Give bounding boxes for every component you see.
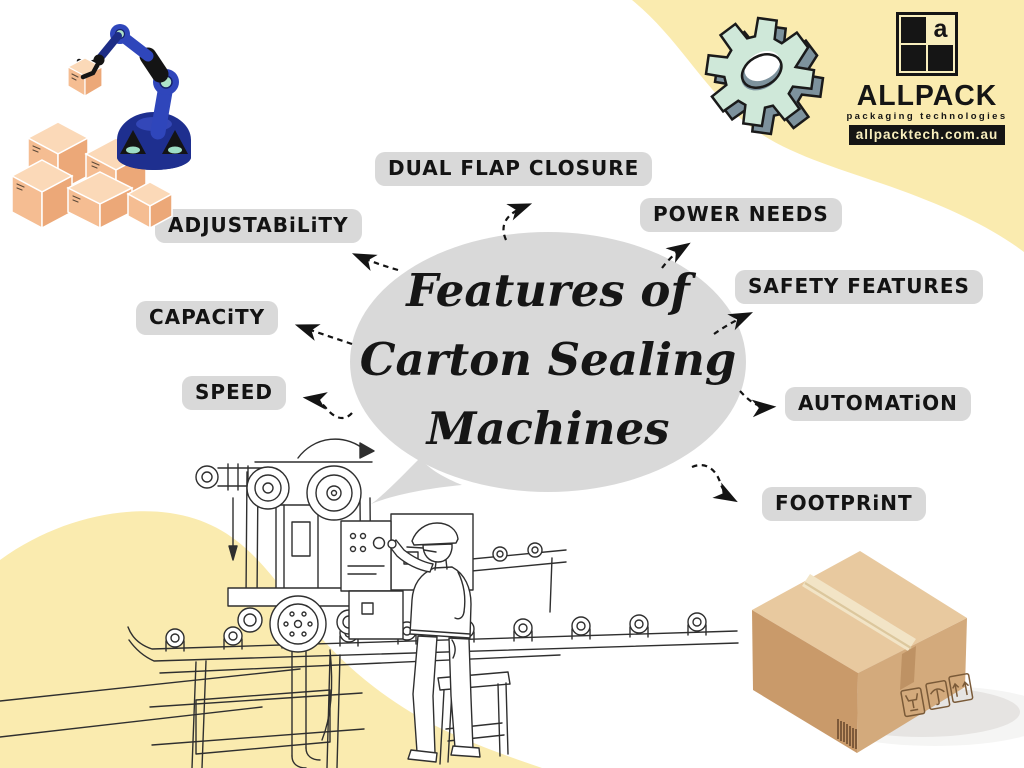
arrow-dual-flap-closure [502, 203, 533, 241]
gripper-claw [80, 59, 102, 80]
logo-letter: a [928, 17, 953, 43]
feature-label-power-needs: POWER NEEDS [640, 198, 842, 232]
feature-label-safety-features: SAFETY FEATURES [735, 270, 983, 304]
fragile-icon [900, 687, 926, 718]
arrow-speed [302, 392, 353, 420]
robot-arm-icon [10, 24, 191, 230]
feature-label-dual-flap-closure: DUAL FLAP CLOSURE [375, 152, 653, 186]
robot-arm-body [76, 24, 191, 170]
allpack-logo-mark-icon: a [896, 12, 958, 76]
carton-stack [10, 121, 174, 230]
logo-quadrant [901, 45, 926, 71]
arrow-footprint [691, 464, 738, 503]
barcode [837, 719, 857, 749]
blob-bottom-left [0, 511, 542, 768]
brand-website: allpacktech.com.au [848, 125, 1006, 145]
held-carton-mark [71, 73, 79, 81]
arrow-safety-features [713, 312, 753, 335]
brand-tagline: packaging technologies [846, 111, 1008, 122]
feature-label-speed: SPEED [182, 376, 286, 410]
gear-icon [704, 16, 825, 136]
bubble-title-line-1: Features of [406, 264, 690, 317]
this-way-up-icon [948, 673, 974, 703]
carton-stack-marks [16, 145, 100, 203]
operator [387, 522, 481, 763]
feature-label-automation: AUTOMATiON [785, 387, 971, 421]
arrow-capacity [294, 324, 353, 346]
bubble-title-line-3: Machines [426, 402, 670, 455]
allpack-logo: a ALLPACK packaging technologies allpack… [845, 12, 1009, 145]
bubble-title: Features of Carton Sealing Machines [352, 256, 744, 463]
far-conveyor [429, 542, 567, 613]
box-tape-fold [900, 646, 916, 690]
keep-dry-icon [925, 680, 951, 710]
logo-quadrant [928, 45, 953, 71]
arrow-power-needs [661, 242, 691, 269]
taping-head [195, 438, 474, 768]
feature-label-footprint: FOOTPRiNT [762, 487, 926, 521]
logo-quadrant [901, 17, 926, 43]
conveyor-rail [0, 626, 739, 768]
bubble-title-line-2: Carton Sealing [359, 333, 737, 386]
box-tape [802, 574, 916, 651]
arrow-automation [739, 390, 777, 418]
feature-label-adjustability: ADJUSTABiLiTY [155, 209, 362, 243]
speech-bubble-tail [371, 458, 462, 504]
brand-name: ALLPACK [856, 80, 998, 112]
arrow-adjustability [351, 253, 399, 272]
feature-label-capacity: CAPACiTY [136, 301, 279, 335]
